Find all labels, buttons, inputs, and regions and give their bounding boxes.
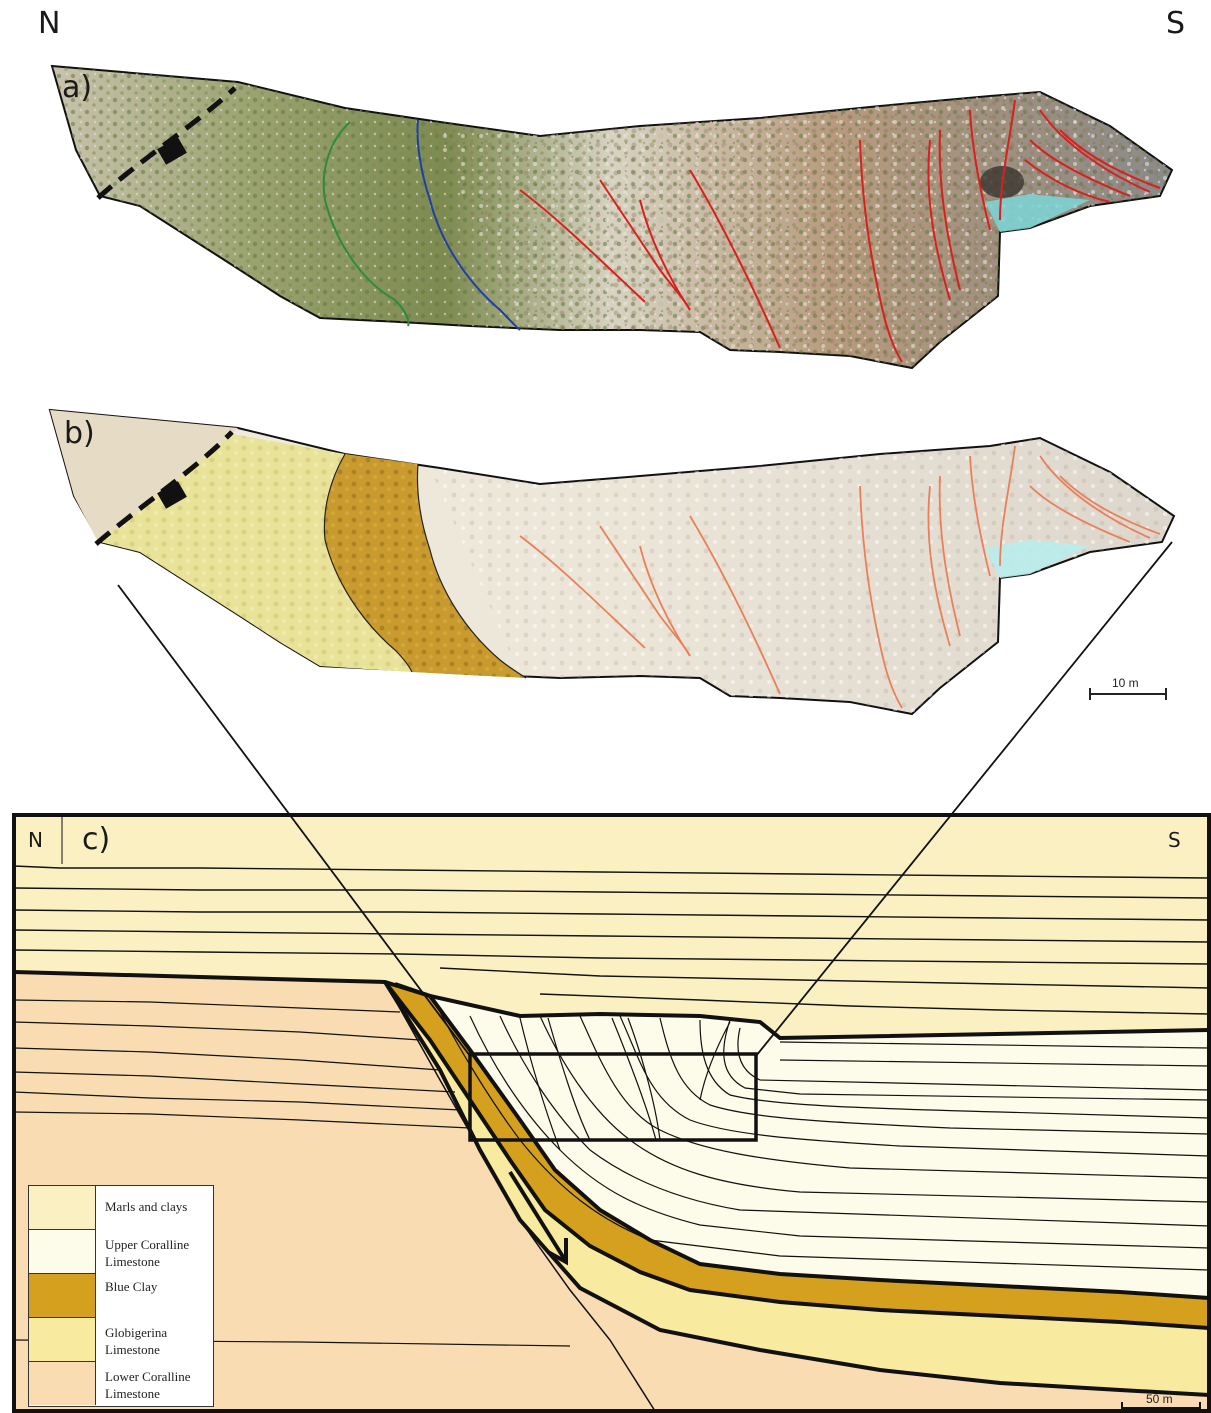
legend-item-blue-clay: Blue Clay xyxy=(29,1274,213,1318)
legend: Marls and clays Upper Coralline Limeston… xyxy=(28,1185,214,1407)
legend-item-marls: Marls and clays xyxy=(29,1186,213,1230)
legend-swatch-globigerina xyxy=(29,1318,96,1362)
panel-a-label: a) xyxy=(62,70,92,105)
panel-b-outcrop xyxy=(50,410,1174,714)
panel-a-outcrop xyxy=(52,66,1172,368)
panel-b-label: b) xyxy=(64,416,95,451)
legend-swatch-marls xyxy=(29,1186,96,1230)
legend-label-upper-coralline: Upper Coralline Limestone xyxy=(105,1236,209,1270)
legend-swatch-blue-clay xyxy=(29,1274,96,1318)
legend-swatch-lower-coralline xyxy=(29,1362,96,1405)
photo-scale-label: 10 m xyxy=(1112,676,1139,690)
legend-swatch-upper-coralline xyxy=(29,1230,96,1274)
panel-c-label: c) xyxy=(82,822,110,857)
section-scale-label: 50 m xyxy=(1146,1392,1173,1406)
legend-label-globigerina: Globigerina Limestone xyxy=(105,1324,209,1358)
legend-item-upper-coralline: Upper Coralline Limestone xyxy=(29,1230,213,1274)
section-south-label: S xyxy=(1168,828,1181,852)
section-north-label: N xyxy=(28,828,43,852)
legend-item-globigerina: Globigerina Limestone xyxy=(29,1318,213,1362)
legend-label-lower-coralline: Lower Coralline Limestone xyxy=(105,1368,209,1402)
legend-label-blue-clay: Blue Clay xyxy=(105,1278,209,1295)
legend-item-lower-coralline: Lower Coralline Limestone xyxy=(29,1362,213,1406)
legend-label-marls: Marls and clays xyxy=(105,1198,209,1215)
